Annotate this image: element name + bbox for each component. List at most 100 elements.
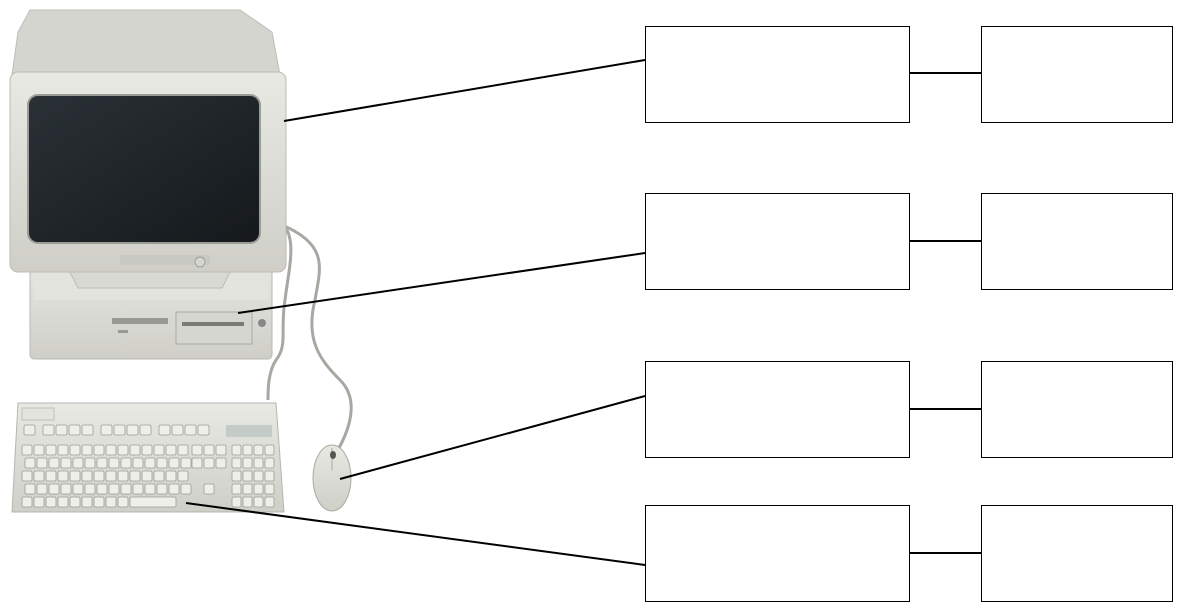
crt-monitor-icon — [9, 9, 287, 289]
keyboard-key — [108, 457, 120, 469]
keyboard-key — [264, 444, 275, 456]
keyboard-key — [129, 470, 141, 482]
keyboard-key — [231, 496, 242, 508]
keyboard-key — [242, 457, 253, 469]
keyboard-key — [168, 457, 180, 469]
keyboard-key — [21, 470, 33, 482]
keyboard-key — [253, 470, 264, 482]
keyboard-key — [55, 424, 68, 436]
name-box-case[interactable] — [645, 193, 910, 290]
keyboard-key — [93, 496, 105, 508]
keyboard-key — [72, 483, 84, 495]
keyboard-key — [81, 424, 94, 436]
keyboard-key — [215, 444, 227, 456]
keyboard-key — [253, 444, 264, 456]
keyboard-key — [57, 470, 69, 482]
keyboard-key — [165, 470, 177, 482]
keyboard-key — [264, 457, 275, 469]
keyboard-key — [144, 483, 156, 495]
name-box-mouse-text — [646, 362, 909, 374]
keyboard-key — [117, 496, 129, 508]
keyboard-key — [113, 424, 126, 436]
keyboard-key — [105, 470, 117, 482]
keyboard-key — [108, 483, 120, 495]
keyboard-key — [57, 444, 69, 456]
keyboard-key — [57, 496, 69, 508]
keyboard-key — [215, 457, 227, 469]
keyboard-key — [165, 444, 177, 456]
keyboard-key — [253, 496, 264, 508]
type-box-monitor[interactable] — [981, 26, 1173, 123]
keyboard-key — [242, 496, 253, 508]
name-box-monitor[interactable] — [645, 26, 910, 123]
keyboard-key — [120, 483, 132, 495]
keyboard-key — [231, 457, 242, 469]
type-box-case[interactable] — [981, 193, 1173, 290]
mouse-cable — [281, 223, 353, 456]
name-box-case-text — [646, 194, 909, 206]
keyboard-key — [36, 457, 48, 469]
keyboard-key — [141, 470, 153, 482]
leader-line-keyboard — [185, 502, 646, 566]
keyboard-key — [168, 483, 180, 495]
keyboard-key — [81, 496, 93, 508]
type-box-monitor-text — [982, 27, 1172, 39]
keyboard-key — [177, 444, 189, 456]
keyboard-key — [48, 483, 60, 495]
keyboard-key — [203, 444, 215, 456]
keyboard-key — [231, 470, 242, 482]
keyboard-key — [132, 483, 144, 495]
type-box-keyboard-text — [982, 506, 1172, 518]
keyboard-key — [68, 424, 81, 436]
keyboard-key — [24, 457, 36, 469]
keyboard-key — [117, 470, 129, 482]
keyboard-key — [96, 457, 108, 469]
keyboard-key — [242, 483, 253, 495]
keyboard-key — [191, 444, 203, 456]
keyboard-cable — [266, 213, 293, 401]
keyboard-key — [93, 444, 105, 456]
keyboard-key — [45, 496, 57, 508]
keyboard-key — [84, 457, 96, 469]
type-box-mouse[interactable] — [981, 361, 1173, 458]
keyboard-key — [21, 444, 33, 456]
name-box-mouse[interactable] — [645, 361, 910, 458]
keyboard-key — [60, 457, 72, 469]
keyboard-key — [153, 470, 165, 482]
keyboard-key — [33, 444, 45, 456]
keyboard-key — [105, 496, 117, 508]
keyboard-key — [153, 444, 165, 456]
keyboard-key — [45, 444, 57, 456]
type-box-case-text — [982, 194, 1172, 206]
keyboard-key — [242, 470, 253, 482]
keyboard-key — [129, 496, 177, 508]
leader-line-monitor — [283, 59, 646, 122]
keyboard-key — [93, 470, 105, 482]
type-box-keyboard[interactable] — [981, 505, 1173, 602]
keyboard-key — [21, 496, 33, 508]
keyboard-key — [132, 457, 144, 469]
keyboard-key — [60, 483, 72, 495]
keyboard-key — [264, 470, 275, 482]
keyboard-key — [126, 424, 139, 436]
keyboard-key — [81, 470, 93, 482]
name-box-keyboard[interactable] — [645, 505, 910, 602]
mouse-icon — [312, 444, 352, 512]
keyboard-key — [48, 457, 60, 469]
keyboard-key — [105, 444, 117, 456]
keyboard-key — [203, 483, 215, 495]
keyboard-key — [24, 483, 36, 495]
keyboard-key — [231, 483, 242, 495]
name-box-monitor-text — [646, 27, 909, 39]
keyboard-key — [23, 424, 36, 436]
keyboard-key — [156, 483, 168, 495]
keyboard-key — [203, 457, 215, 469]
keyboard-key — [120, 457, 132, 469]
keyboard-key — [191, 457, 203, 469]
keyboard-key — [69, 496, 81, 508]
keyboard-key — [69, 444, 81, 456]
keyboard-key — [72, 457, 84, 469]
keyboard-key — [141, 444, 153, 456]
